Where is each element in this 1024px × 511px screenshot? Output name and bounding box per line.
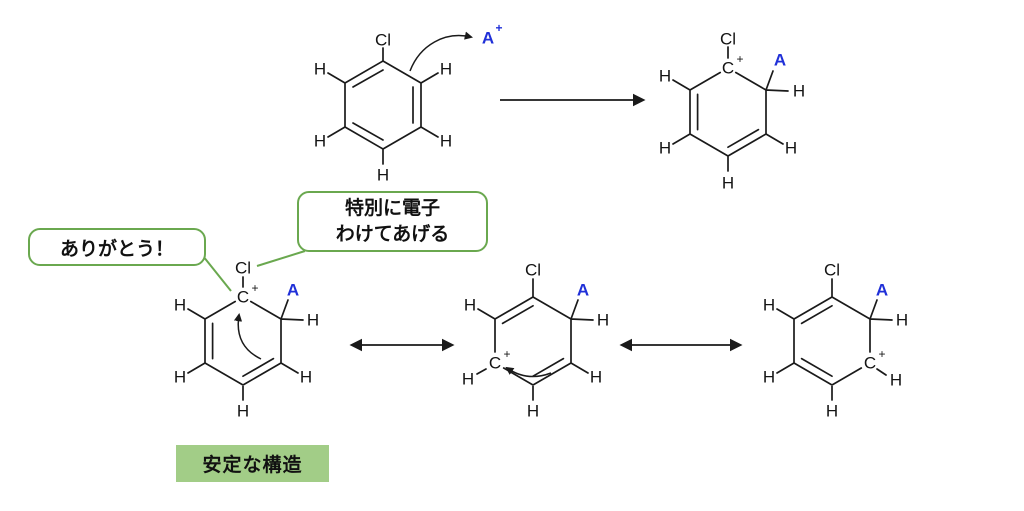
charge-plus: + (878, 347, 885, 361)
double-bond-lines (696, 93, 760, 149)
atom-label-h: H (896, 311, 908, 330)
atom-label-c: C (864, 354, 876, 373)
atom-label-h: H (763, 368, 775, 387)
attack-curved-arrow (409, 31, 474, 72)
electrophile-label: A (774, 51, 786, 70)
atom-label-h: H (659, 139, 671, 158)
atom-label-c: C (237, 288, 249, 307)
bond-skeleton (476, 278, 594, 401)
electrophile-label: A (482, 29, 494, 48)
atom-label-h: H (793, 82, 805, 101)
atom-label-h: H (440, 132, 452, 151)
callout-tail-thanks (202, 255, 232, 292)
electron-curved-arrow-2 (505, 366, 552, 378)
resonance-structure-3: Cl A H H H H C + H (763, 261, 908, 421)
molecule-chlorobenzene: Cl H H H H H (314, 31, 452, 185)
callout-thanks: ありがとう！ (28, 228, 206, 266)
atom-label-h: H (307, 311, 319, 330)
electrophile-label: A (287, 281, 299, 300)
charge-plus: + (503, 347, 510, 361)
double-bond-lines (211, 322, 275, 378)
atom-label-cl: Cl (824, 261, 840, 280)
charge-plus: + (251, 281, 258, 295)
atom-label-h: H (377, 166, 389, 185)
atom-label-h: H (314, 132, 326, 151)
atom-label-cl: Cl (235, 259, 251, 278)
resonance-structure-1: Cl C + A H H H H H (174, 259, 319, 421)
electrophile-a-plus: A + (482, 21, 503, 48)
atom-label-h: H (300, 368, 312, 387)
atom-label-h: H (826, 402, 838, 421)
atom-label-cl: Cl (720, 30, 736, 49)
atom-label-cl: Cl (525, 261, 541, 280)
double-bond-lines (501, 304, 565, 378)
bond-skeleton (672, 46, 789, 172)
resonance-structure-2: Cl A H H C + H H H (462, 261, 609, 421)
bond-skeleton (776, 278, 893, 401)
atom-label-h: H (464, 296, 476, 315)
arenium-product: Cl C + A H H H H H (659, 30, 805, 193)
stable-structure-label: 安定な構造 (176, 445, 329, 482)
electrophile-label: A (876, 281, 888, 300)
atom-label-h: H (462, 370, 474, 389)
callout-share-line2: わけてあげる (335, 223, 450, 245)
atom-label-h: H (722, 174, 734, 193)
atom-label-h: H (590, 368, 602, 387)
bond-skeleton (327, 47, 439, 165)
double-bond-lines (800, 304, 833, 378)
atom-label-cl: Cl (375, 31, 391, 50)
callout-tail-share (256, 250, 306, 267)
atom-label-h: H (314, 60, 326, 79)
atom-label-h: H (174, 368, 186, 387)
callout-share-line1: 特別に電子 (344, 198, 440, 220)
atom-label-h: H (597, 311, 609, 330)
charge-plus: + (736, 52, 743, 66)
atom-label-h: H (527, 402, 539, 421)
atom-label-h: H (237, 402, 249, 421)
double-bond-lines (352, 69, 414, 141)
atom-label-h: H (174, 296, 186, 315)
atom-label-h: H (440, 60, 452, 79)
bond-skeleton (187, 276, 304, 401)
atom-label-h: H (763, 296, 775, 315)
electron-curved-arrow-1 (233, 312, 262, 360)
charge-plus: + (495, 21, 502, 35)
electrophile-label: A (577, 281, 589, 300)
atom-label-c: C (722, 59, 734, 78)
atom-label-h: H (890, 371, 902, 390)
atom-label-c: C (489, 354, 501, 373)
atom-label-h: H (659, 67, 671, 86)
atom-label-h: H (785, 139, 797, 158)
callout-share-electrons: 特別に電子 わけてあげる (297, 191, 488, 252)
